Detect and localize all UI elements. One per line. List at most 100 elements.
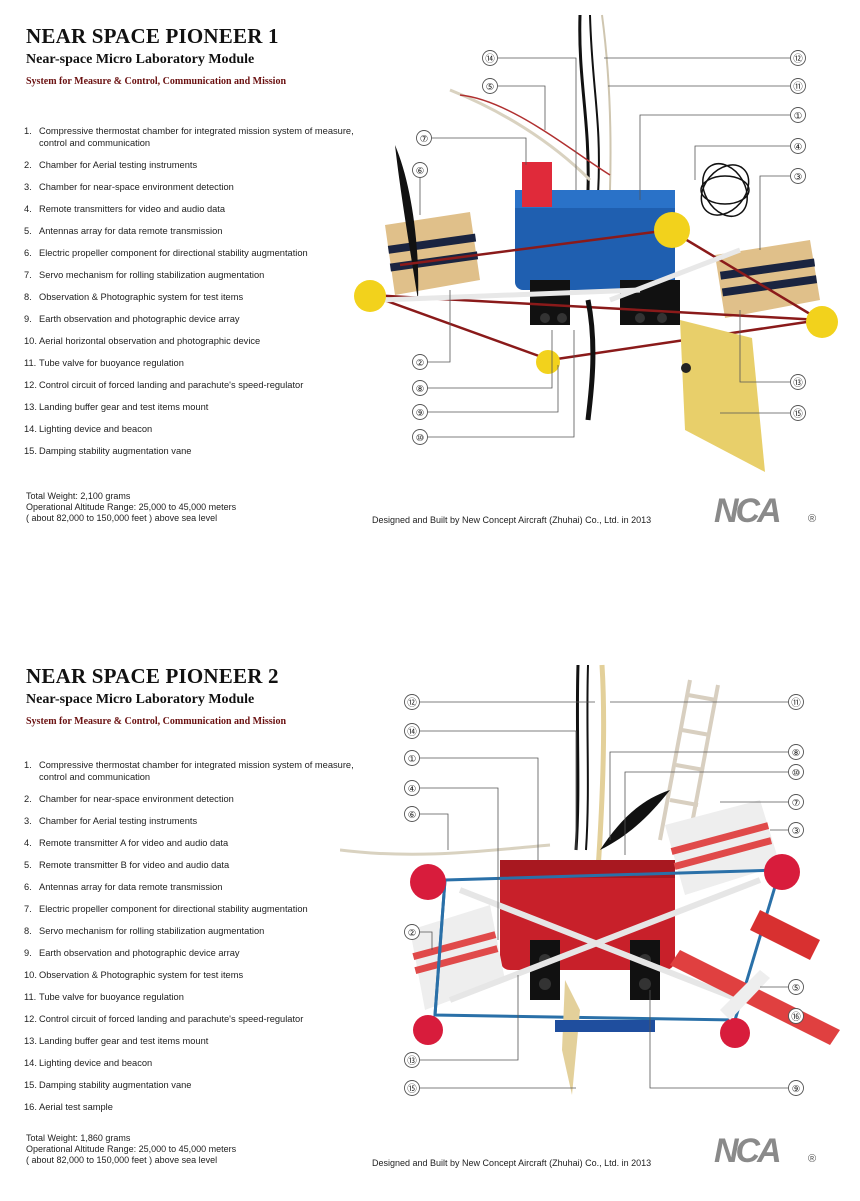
callout-2: ② bbox=[408, 928, 417, 939]
specifications: Total Weight: 1,860 grams Operational Al… bbox=[26, 1133, 236, 1166]
specifications: Total Weight: 2,100 grams Operational Al… bbox=[26, 491, 236, 524]
callout-labels: ⑫ ⑭ ① ④ ⑥ ② ⑬ ⑮ ⑪ ⑧ ⑩ ⑦ ③ ⑤ ⑯ ⑨ bbox=[407, 698, 801, 1095]
callout-7: ⑦ bbox=[420, 134, 429, 145]
callout-12: ⑫ bbox=[793, 54, 803, 65]
altitude-range: Operational Altitude Range: 25,000 to 45… bbox=[26, 1144, 237, 1154]
system-heading: System for Measure & Control, Communicat… bbox=[26, 76, 286, 87]
list-item: 11.Tube valve for buoyance regulation bbox=[24, 357, 184, 368]
pioneer-2-photo: ⑫ ⑭ ① ④ ⑥ ② ⑬ ⑮ ⑪ ⑧ ⑩ ⑦ ③ ⑤ ⑯ ⑨ bbox=[340, 664, 840, 1096]
list-item: 12.Control circuit of forced landing and… bbox=[24, 379, 304, 390]
callout-9: ⑨ bbox=[792, 1084, 801, 1095]
callout-5: ⑤ bbox=[486, 82, 495, 93]
page-title: NEAR SPACE PIONEER 1 bbox=[26, 24, 279, 48]
aerial-test-sample bbox=[670, 910, 840, 1045]
label-plate bbox=[555, 1020, 655, 1032]
list-item: 1.Compressive thermostat chamber for int… bbox=[24, 126, 354, 148]
ball-right bbox=[806, 306, 838, 338]
list-item: 4.Remote transmitter A for video and aud… bbox=[24, 837, 229, 848]
propeller bbox=[600, 790, 670, 850]
ball-top-left bbox=[410, 864, 446, 900]
callout-3: ③ bbox=[792, 826, 801, 837]
ball-top bbox=[654, 212, 690, 248]
list-item: 3.Chamber for near-space environment det… bbox=[24, 181, 234, 192]
logo-text: NCA bbox=[714, 492, 780, 528]
damping-vane bbox=[680, 320, 765, 472]
altitude-feet: ( about 82,000 to 150,000 feet ) above s… bbox=[26, 1155, 218, 1165]
callout-13: ⑬ bbox=[407, 1056, 417, 1067]
component-list: 1.Compressive thermostat chamber for int… bbox=[24, 126, 356, 468]
list-item: 8.Servo mechanism for rolling stabilizat… bbox=[24, 925, 265, 936]
list-item: 11.Tube valve for buoyance regulation bbox=[24, 991, 184, 1002]
credit-line: Designed and Built by New Concept Aircra… bbox=[372, 515, 652, 525]
list-item: 3.Chamber for Aerial testing instruments bbox=[24, 815, 198, 826]
list-item: 2.Chamber for near-space environment det… bbox=[24, 793, 234, 804]
registered-mark: ® bbox=[808, 513, 816, 525]
list-item: 6.Antennas array for data remote transmi… bbox=[24, 881, 223, 892]
callout-10: ⑩ bbox=[416, 433, 425, 444]
callout-labels: ⑭ ⑤ ⑦ ⑥ ② ⑧ ⑨ ⑩ ⑫ ⑪ ① ④ ③ ⑬ ⑮ bbox=[416, 54, 804, 444]
total-weight: Total Weight: 1,860 grams bbox=[26, 1133, 131, 1143]
right-chamber bbox=[665, 800, 780, 895]
callout-circles bbox=[404, 694, 804, 1096]
page-subtitle: Near-space Micro Laboratory Module bbox=[26, 692, 255, 707]
callout-10: ⑩ bbox=[792, 768, 801, 779]
list-item: 4.Remote transmitters for video and audi… bbox=[24, 203, 226, 214]
ball-bottom-right bbox=[720, 1018, 750, 1048]
callout-9: ⑨ bbox=[416, 408, 425, 419]
list-item: 7.Electric propeller component for direc… bbox=[24, 903, 308, 914]
callout-leaders bbox=[418, 57, 790, 438]
ball-top-right bbox=[764, 854, 800, 890]
left-chamber bbox=[385, 212, 480, 295]
callout-leaders bbox=[420, 701, 795, 1089]
callout-13: ⑬ bbox=[793, 378, 803, 389]
list-item: 13.Landing buffer gear and test items mo… bbox=[24, 1035, 209, 1046]
list-item: 8.Observation & Photographic system for … bbox=[24, 291, 244, 302]
list-item: 15.Damping stability augmentation vane bbox=[24, 445, 192, 456]
list-item: 5.Remote transmitter B for video and aud… bbox=[24, 859, 230, 870]
propeller bbox=[395, 145, 419, 300]
page-title: NEAR SPACE PIONEER 2 bbox=[26, 664, 279, 688]
ball-bottom bbox=[536, 350, 560, 374]
antenna-array bbox=[700, 163, 750, 217]
callout-3: ③ bbox=[794, 172, 803, 183]
pioneer-1-panel: NEAR SPACE PIONEER 1 Near-space Micro La… bbox=[0, 0, 860, 560]
list-item: 1.Compressive thermostat chamber for int… bbox=[24, 760, 354, 782]
callout-1: ① bbox=[408, 754, 417, 765]
list-item: 13.Landing buffer gear and test items mo… bbox=[24, 401, 209, 412]
red-vane bbox=[522, 162, 552, 207]
callout-14: ⑭ bbox=[485, 54, 495, 65]
system-heading: System for Measure & Control, Communicat… bbox=[26, 716, 286, 727]
altitude-range: Operational Altitude Range: 25,000 to 45… bbox=[26, 502, 237, 512]
registered-mark: ® bbox=[808, 1153, 816, 1165]
callout-circles bbox=[412, 50, 806, 445]
list-item: 15.Damping stability augmentation vane bbox=[24, 1079, 192, 1090]
list-item: 5.Antennas array for data remote transmi… bbox=[24, 225, 223, 236]
list-item: 10.Aerial horizontal observation and pho… bbox=[24, 335, 261, 346]
callout-5: ⑤ bbox=[792, 983, 801, 994]
ball-bottom-left bbox=[413, 1015, 443, 1045]
list-item: 16.Aerial test sample bbox=[24, 1101, 113, 1112]
list-item: 14.Lighting device and beacon bbox=[24, 423, 153, 434]
altitude-feet: ( about 82,000 to 150,000 feet ) above s… bbox=[26, 513, 218, 523]
logo-text: NCA bbox=[714, 1132, 780, 1168]
list-item: 2.Chamber for Aerial testing instruments bbox=[24, 159, 198, 170]
callout-4: ④ bbox=[408, 784, 417, 795]
pioneer-1-photo: ⑭ ⑤ ⑦ ⑥ ② ⑧ ⑨ ⑩ ⑫ ⑪ ① ④ ③ ⑬ ⑮ bbox=[354, 14, 838, 472]
callout-4: ④ bbox=[794, 142, 803, 153]
nca-logo: NCA ® bbox=[714, 492, 816, 528]
pioneer-2-panel: NEAR SPACE PIONEER 2 Near-space Micro La… bbox=[0, 640, 860, 1201]
list-item: 9.Earth observation and photographic dev… bbox=[24, 947, 240, 958]
callout-11: ⑪ bbox=[793, 82, 803, 93]
component-list: 1.Compressive thermostat chamber for int… bbox=[24, 760, 356, 1124]
callout-2: ② bbox=[416, 358, 425, 369]
left-chamber bbox=[410, 905, 505, 1010]
credit-line: Designed and Built by New Concept Aircra… bbox=[372, 1158, 652, 1168]
total-weight: Total Weight: 2,100 grams bbox=[26, 491, 131, 501]
callout-16: ⑯ bbox=[791, 1012, 801, 1023]
callout-7: ⑦ bbox=[792, 798, 801, 809]
callout-8: ⑧ bbox=[792, 748, 801, 759]
page-subtitle: Near-space Micro Laboratory Module bbox=[26, 52, 255, 67]
list-item: 14.Lighting device and beacon bbox=[24, 1057, 153, 1068]
callout-1: ① bbox=[794, 111, 803, 122]
nca-logo: NCA ® bbox=[714, 1132, 816, 1168]
